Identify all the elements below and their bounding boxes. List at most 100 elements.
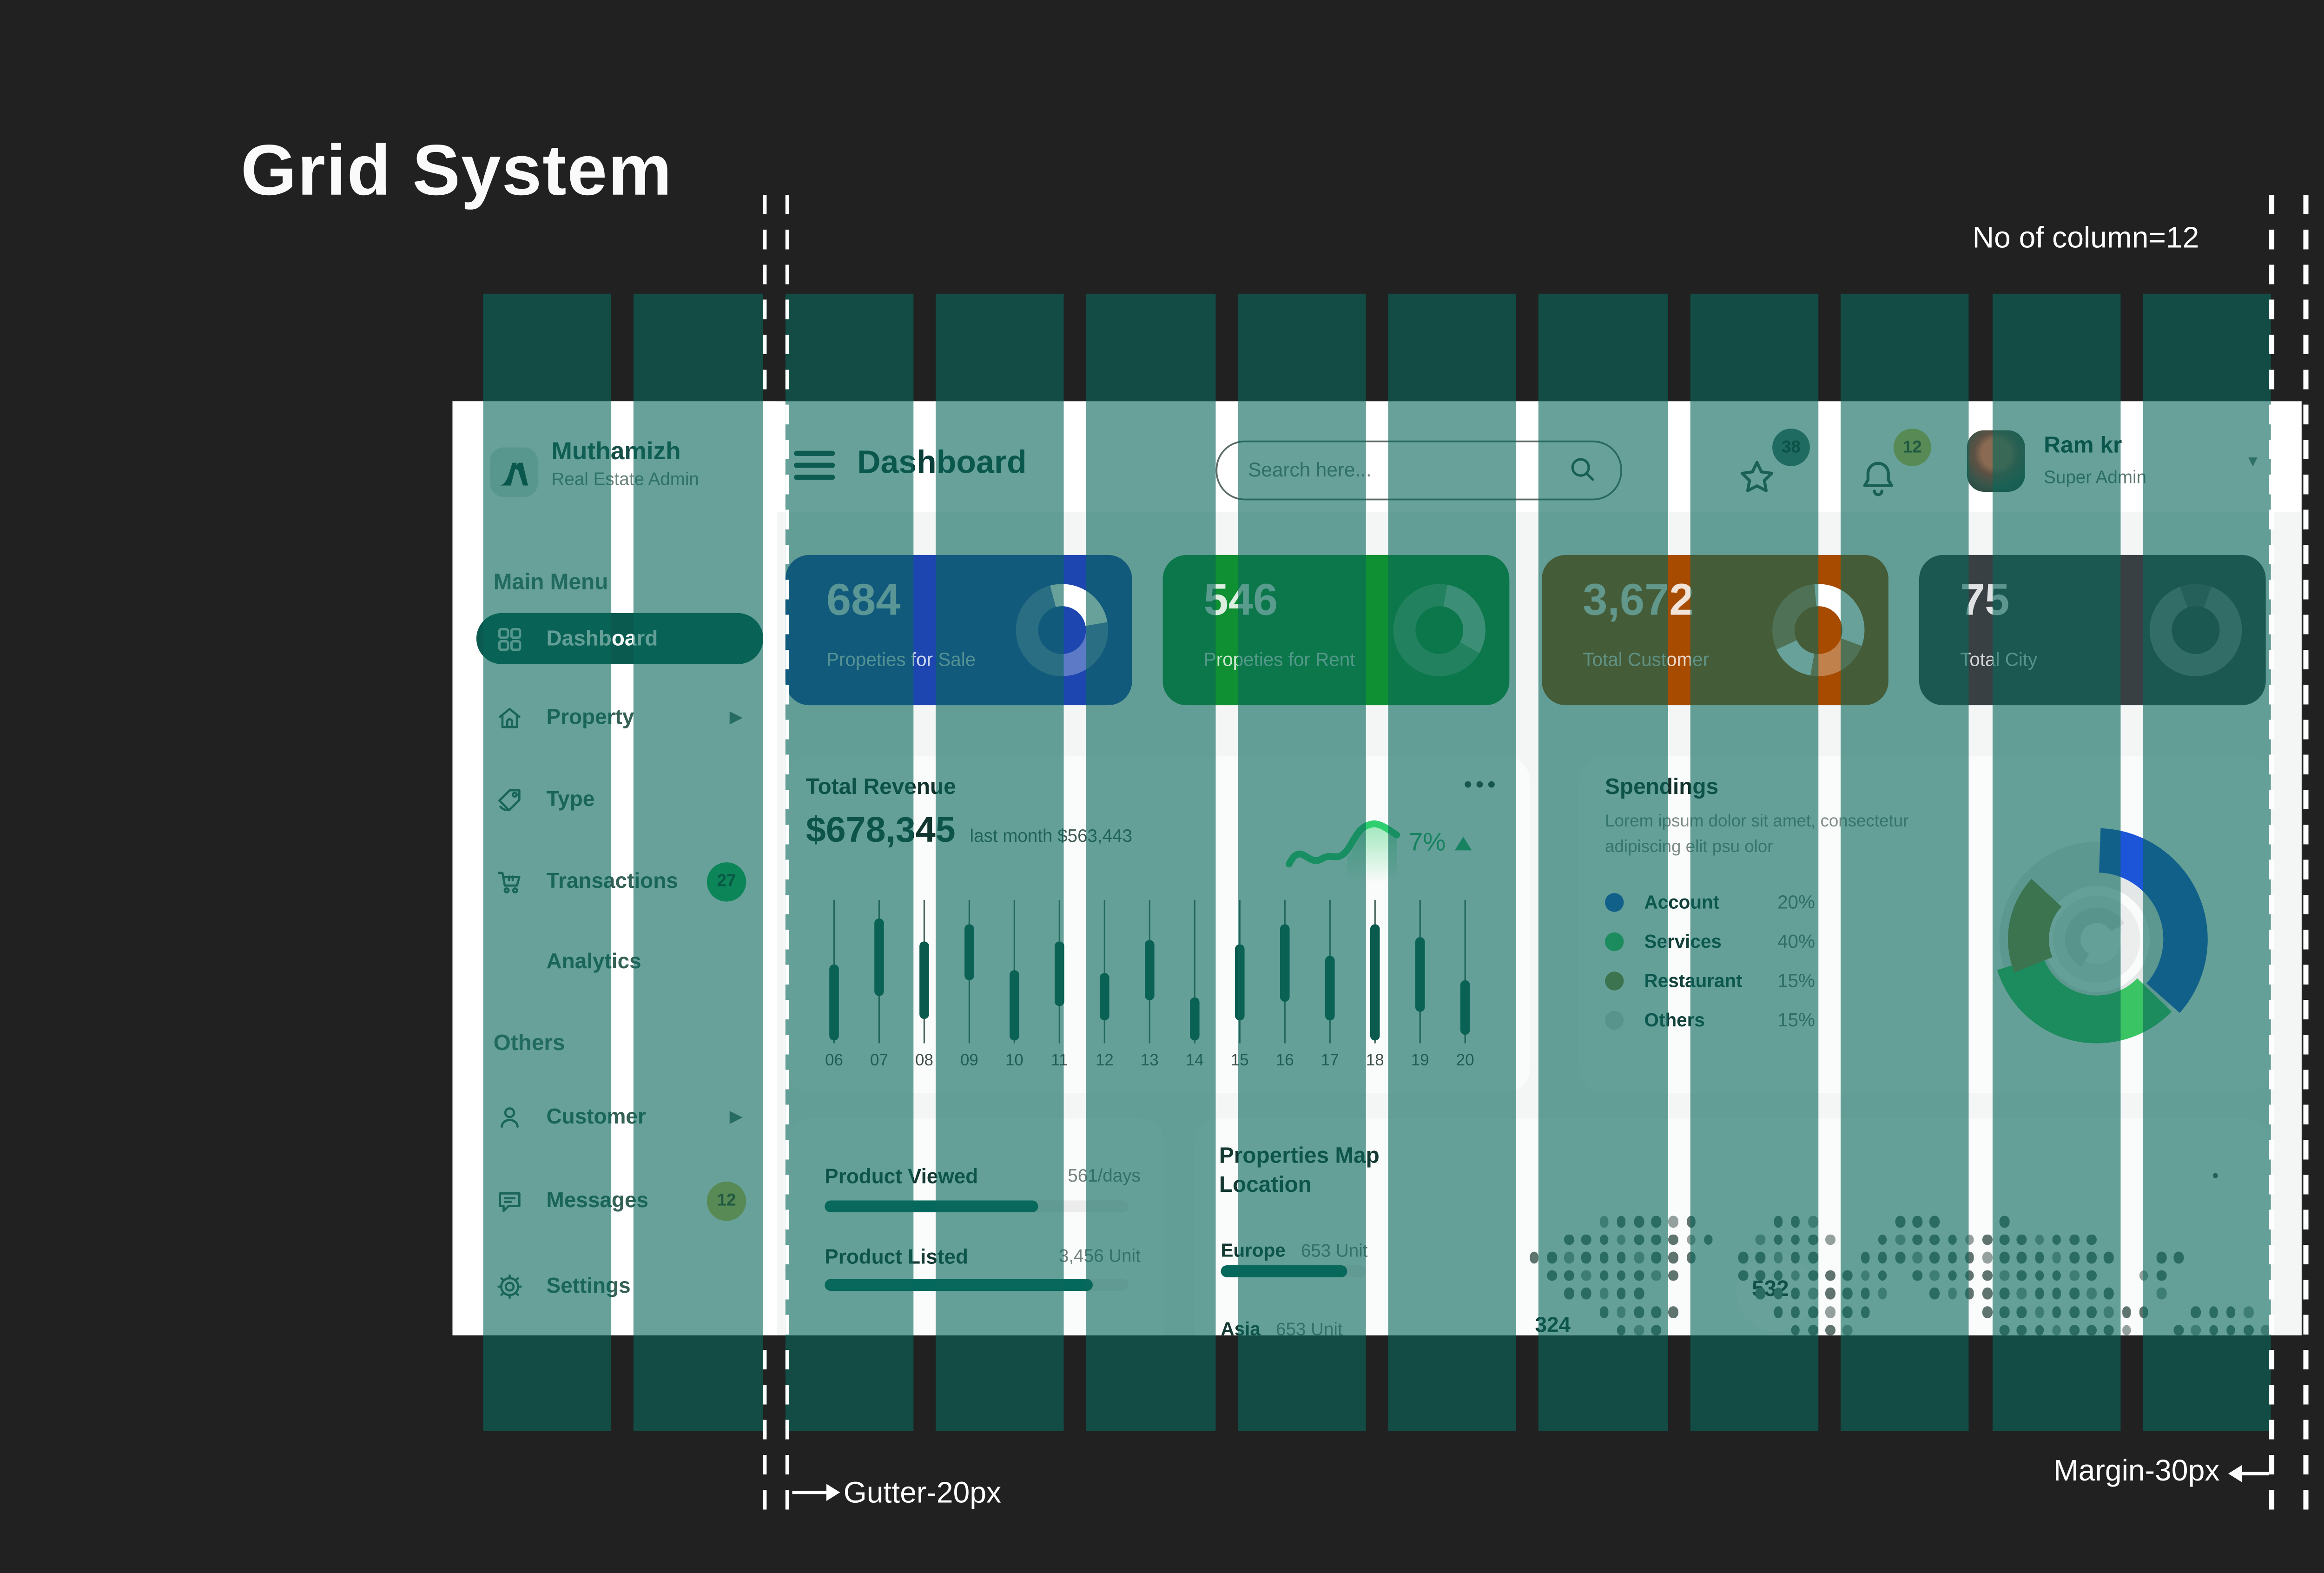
map-dot (1860, 1270, 1870, 1282)
map-dot (1617, 1324, 1626, 1335)
legend-percent: 40% (1777, 931, 1816, 952)
map-dot (1930, 1252, 1940, 1263)
sidebar-item-messages[interactable]: Messages 12 (476, 1175, 763, 1226)
map-dot (1912, 1234, 1922, 1245)
sidebar-item-type[interactable]: Type (476, 773, 763, 825)
svg-text:10: 10 (1005, 1051, 1023, 1069)
growth-up-arrow-icon (1454, 837, 1472, 851)
hamburger-menu-icon[interactable] (794, 450, 835, 480)
map-dot (1982, 1270, 1992, 1282)
product-listed-value: 3,456 Unit (1059, 1246, 1141, 1267)
search-bar[interactable] (1215, 440, 1622, 501)
map-dot (1669, 1270, 1678, 1282)
map-dot (2034, 1270, 2044, 1282)
map-dot (1529, 1252, 1539, 1263)
map-dot (1634, 1288, 1644, 1300)
notifications-button[interactable]: 12 (1853, 429, 1931, 510)
map-dot (2191, 1324, 2201, 1335)
user-avatar[interactable] (1967, 430, 2025, 492)
map-dot (2069, 1234, 2079, 1245)
revenue-amount: $678,345 (805, 811, 956, 851)
chevron-down-icon[interactable]: ▼ (2245, 452, 2261, 470)
sidebar-item-customer[interactable]: Customer ▶ (476, 1091, 763, 1142)
stat-card-properties-for-sale: 684 Propeties for Sale (785, 555, 1132, 706)
world-dot-map: 532 324 (1460, 1216, 2279, 1335)
search-icon[interactable] (1566, 452, 1600, 495)
map-dot (1860, 1306, 1870, 1318)
legend-label: Restaurant (1644, 971, 1743, 991)
sidebar-item-transactions[interactable]: Transactions 27 (476, 855, 763, 906)
margin-guide-line-inner (2269, 194, 2274, 1513)
gutter-arrow-icon (792, 1484, 840, 1501)
map-dot (2052, 1306, 2062, 1318)
map-dot (2017, 1288, 2027, 1300)
sidebar-item-property[interactable]: Property ▶ (476, 692, 763, 743)
column-count-note: No of column=12 (1972, 220, 2199, 255)
map-dot (1965, 1252, 1974, 1263)
map-title: Properties Map Location (1219, 1142, 1380, 1197)
stat-label: Total City (1960, 650, 2038, 671)
svg-text:08: 08 (915, 1051, 933, 1069)
map-dot (1686, 1252, 1696, 1263)
sidebar: Muthamizh Real Estate Admin Main Menu Da… (452, 401, 777, 1335)
favorites-button[interactable]: 38 (1731, 429, 1810, 510)
map-dot (1634, 1252, 1644, 1263)
map-dot (2000, 1216, 2009, 1227)
legend-percent: 15% (1777, 971, 1816, 991)
map-dot (2034, 1324, 2044, 1335)
svg-text:18: 18 (1366, 1051, 1384, 1069)
map-dot (1808, 1324, 1818, 1335)
products-panel: Product Viewed 561/days Product Listed 3… (785, 1118, 1165, 1335)
map-dot (2000, 1324, 2009, 1335)
revenue-sparkline (1286, 820, 1400, 883)
margin-guide-line-outer (2303, 194, 2308, 1513)
map-dot (1790, 1306, 1801, 1318)
map-dot (1843, 1306, 1853, 1318)
map-dot (1912, 1216, 1922, 1227)
product-listed-progress (825, 1279, 1129, 1291)
sidebar-item-label: Messages (546, 1188, 649, 1213)
map-dot (1738, 1252, 1748, 1263)
page-title: Grid System (240, 130, 673, 211)
sidebar-item-dashboard[interactable]: Dashboard (476, 613, 764, 664)
map-dot (2069, 1270, 2079, 1282)
map-dot (1738, 1270, 1748, 1282)
legend-percent: 15% (1777, 1010, 1816, 1031)
svg-text:15: 15 (1231, 1051, 1249, 1069)
map-marker-value: 324 (1535, 1313, 1571, 1335)
legend-label: Account (1644, 892, 1720, 913)
map-dot (1790, 1234, 1801, 1245)
map-dot (2174, 1324, 2184, 1335)
map-dot (2104, 1288, 2114, 1300)
sidebar-item-analytics[interactable]: Analytics (476, 936, 763, 987)
spendings-description: Lorem ipsum dolor sit amet, consectetur … (1605, 813, 1909, 857)
stat-donut-chart (1393, 584, 1486, 676)
map-menu-dot-icon[interactable] (2212, 1173, 2218, 1178)
brand-name: Muthamizh (551, 439, 681, 466)
map-dot (2034, 1234, 2044, 1245)
search-input[interactable] (1244, 444, 1542, 497)
map-dot (1634, 1234, 1644, 1245)
more-options-icon[interactable]: ••• (1464, 770, 1499, 798)
map-dot (2000, 1234, 2009, 1245)
house-icon (495, 703, 524, 732)
map-dot (1564, 1234, 1574, 1245)
map-dot (1825, 1324, 1835, 1335)
transactions-badge: 27 (706, 861, 746, 901)
revenue-growth-percent: 7% (1408, 828, 1446, 858)
stat-label: Total Customer (1583, 650, 1710, 671)
map-dot (1930, 1216, 1940, 1227)
sidebar-item-label: Customer (546, 1104, 646, 1129)
map-dot (1669, 1234, 1678, 1245)
map-dot (2017, 1234, 2027, 1245)
stat-card-total-city: 75 Total City (1919, 555, 2266, 706)
messages-badge: 12 (706, 1181, 746, 1220)
sidebar-item-settings[interactable]: Settings (476, 1260, 763, 1311)
map-dot (1599, 1306, 1609, 1318)
map-dot (1773, 1216, 1783, 1227)
map-dot (2121, 1324, 2132, 1335)
map-dot (1564, 1270, 1574, 1282)
